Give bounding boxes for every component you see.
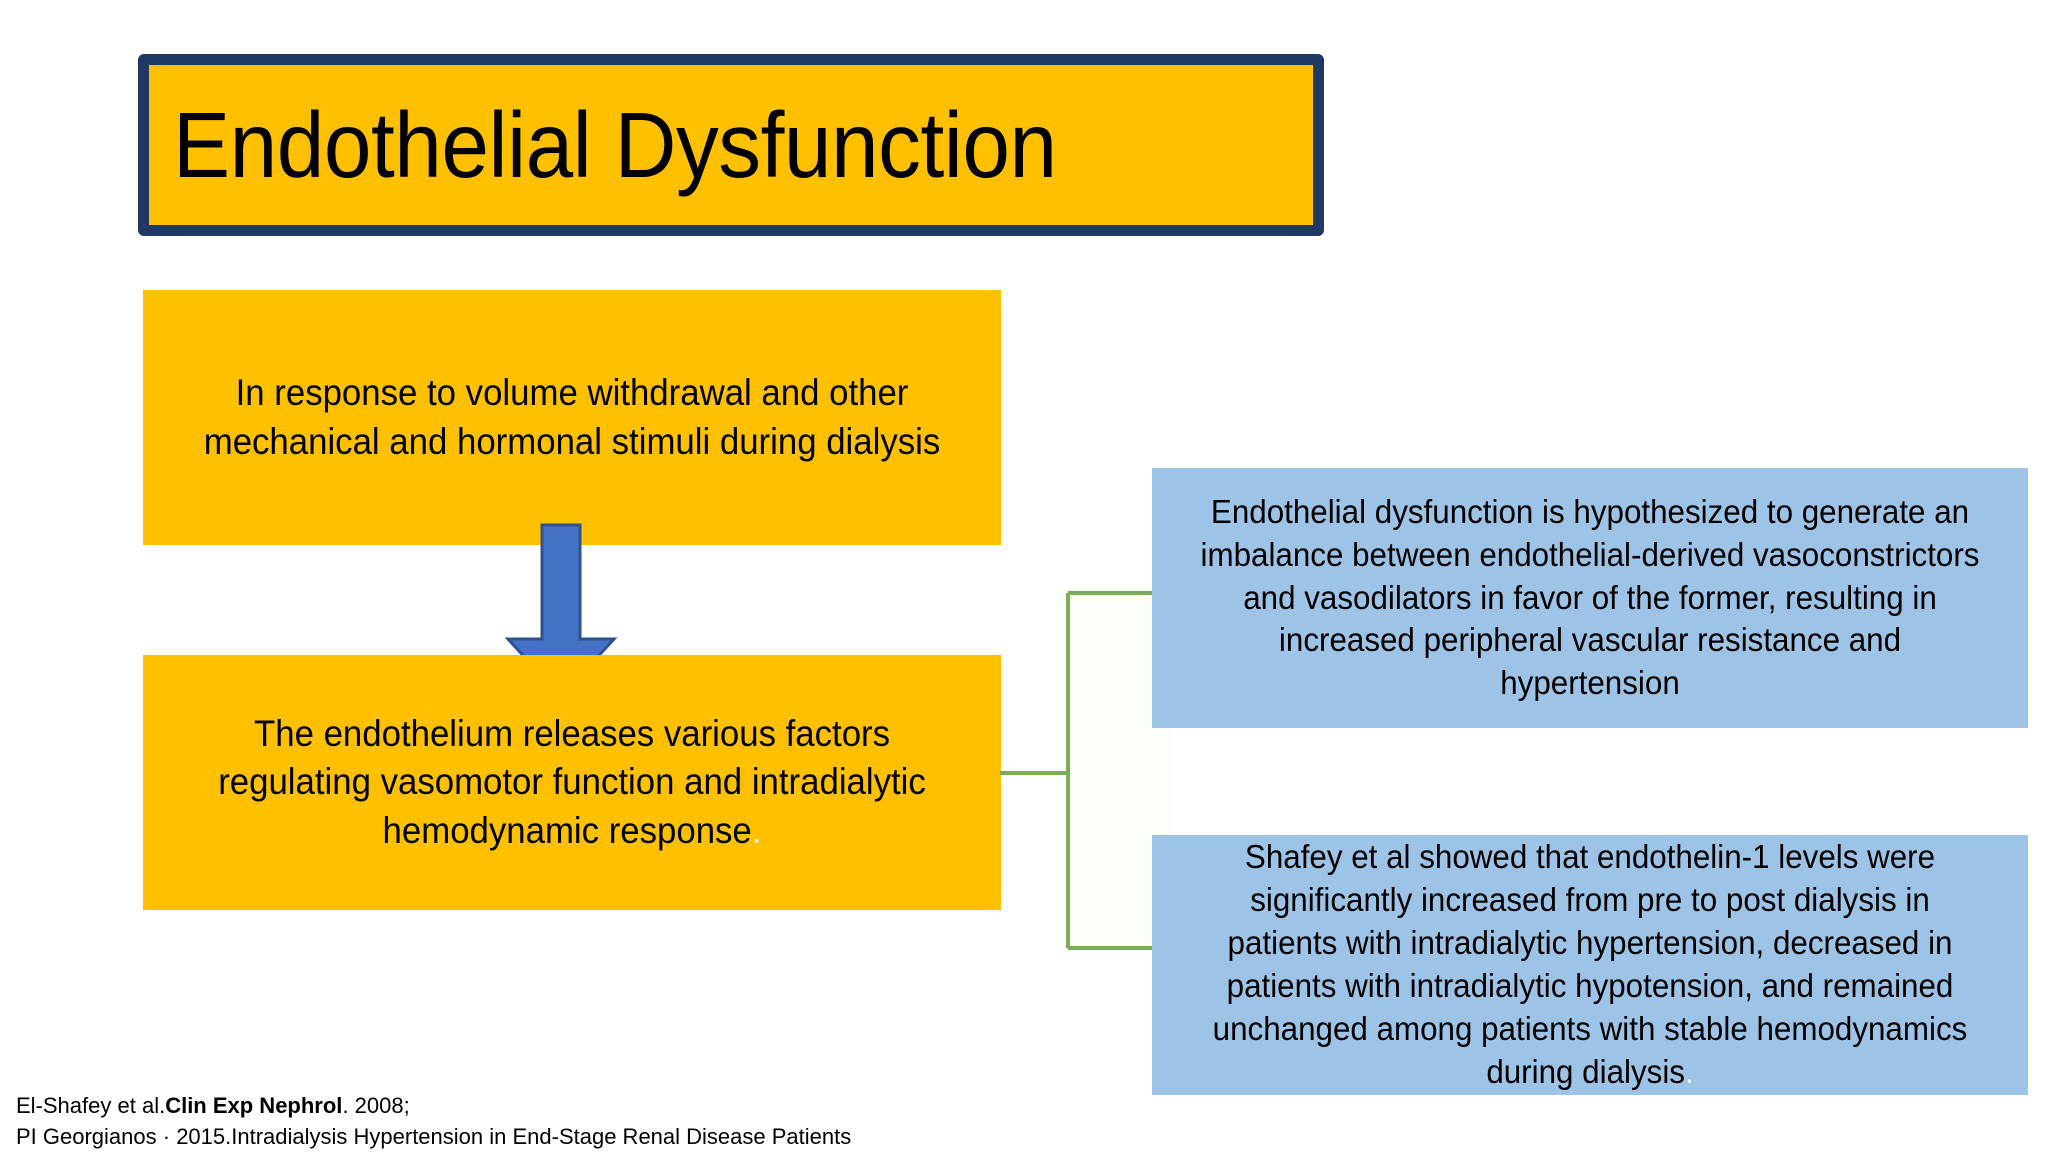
- citation-journal: Clin Exp Nephrol: [165, 1093, 343, 1118]
- detail-box-2-period: .: [1684, 1052, 1694, 1090]
- process-step-2-text: The endothelium releases various factors…: [182, 710, 962, 854]
- detail-box-1-text: Endothelial dysfunction is hypothesized …: [1200, 492, 1980, 702]
- detail-box-1: Endothelial dysfunction is hypothesized …: [1152, 468, 2028, 728]
- process-step-2-box: The endothelium releases various factors…: [143, 655, 1001, 910]
- detail-box-2: Shafey et al showed that endothelin-1 le…: [1152, 835, 2028, 1095]
- process-step-2-period: .: [751, 809, 762, 851]
- process-step-1-text: In response to volume withdrawal and oth…: [203, 372, 941, 462]
- detail-box-2-main: Shafey et al showed that endothelin-1 le…: [1212, 838, 1968, 1090]
- process-step-2-main: The endothelium releases various factors…: [218, 713, 926, 851]
- page-title: Endothelial Dysfunction: [173, 92, 1057, 197]
- citation-year: . 2008;: [342, 1093, 410, 1118]
- citation-line-1: El-Shafey et al.Clin Exp Nephrol. 2008;: [16, 1090, 916, 1121]
- slide-title-box: Endothelial Dysfunction: [138, 54, 1324, 236]
- process-step-1-box: In response to volume withdrawal and oth…: [143, 290, 1001, 545]
- citation-authors: El-Shafey et al.: [16, 1093, 166, 1118]
- citation-block: El-Shafey et al.Clin Exp Nephrol. 2008; …: [16, 1090, 916, 1152]
- detail-box-2-text: Shafey et al showed that endothelin-1 le…: [1191, 836, 1989, 1093]
- citation-line-2: PI Georgianos · 2015.Intradialysis Hyper…: [16, 1124, 852, 1150]
- bracket-connector: [1000, 580, 1170, 980]
